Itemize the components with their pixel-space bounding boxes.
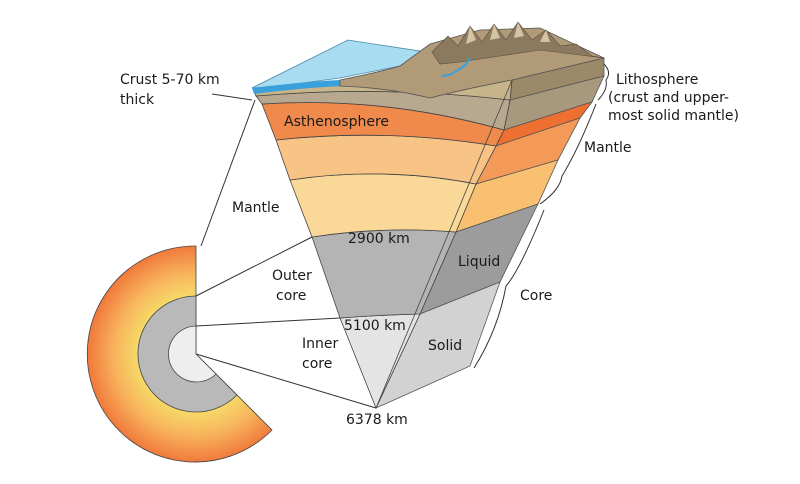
mantle-bracket [539,103,597,205]
guide-line-mantle-top [200,99,256,247]
label-crust-1: Crust 5-70 km [120,72,220,88]
crust-pointer [211,93,253,101]
label-outer-core-2: core [276,288,306,304]
label-liquid: Liquid [458,254,500,270]
front-side-edge [375,79,513,409]
ocean-deep-edge [252,80,342,94]
globe-cross-section [86,99,377,463]
core-bracket [473,209,545,369]
label-outer-core-1: Outer [272,268,312,284]
label-core: Core [520,288,552,304]
guide-line-mantle-bottom [195,236,313,297]
label-crust-2: thick [120,92,155,108]
label-depth-2900: 2900 km [348,231,410,247]
label-asthenosphere: Asthenosphere [284,114,389,130]
label-inner-core-1: Inner [302,336,338,352]
label-depth-6378: 6378 km [346,412,408,428]
lithosphere-bracket [597,63,610,101]
mountain-highlights [466,22,550,44]
label-solid: Solid [428,338,462,354]
labels: Crust 5-70 km thick Asthenosphere Mantle… [120,72,739,428]
globe-inner-core [168,325,217,383]
wedge-front [252,79,513,410]
surface-top [251,21,606,99]
brackets [473,63,610,369]
river [441,57,471,77]
label-inner-core-2: core [302,356,332,372]
label-lithosphere-2: (crust and upper- [608,90,729,106]
label-mantle-left: Mantle [232,200,280,216]
label-mantle-right: Mantle [584,140,632,156]
label-lithosphere-1: Lithosphere [616,72,698,88]
label-lithosphere-3: most solid mantle) [608,108,739,124]
front-lower-mantle [289,173,477,238]
label-depth-5100: 5100 km [344,318,406,334]
guide-line-outer-core [195,317,341,327]
guide-line-center [195,353,377,409]
